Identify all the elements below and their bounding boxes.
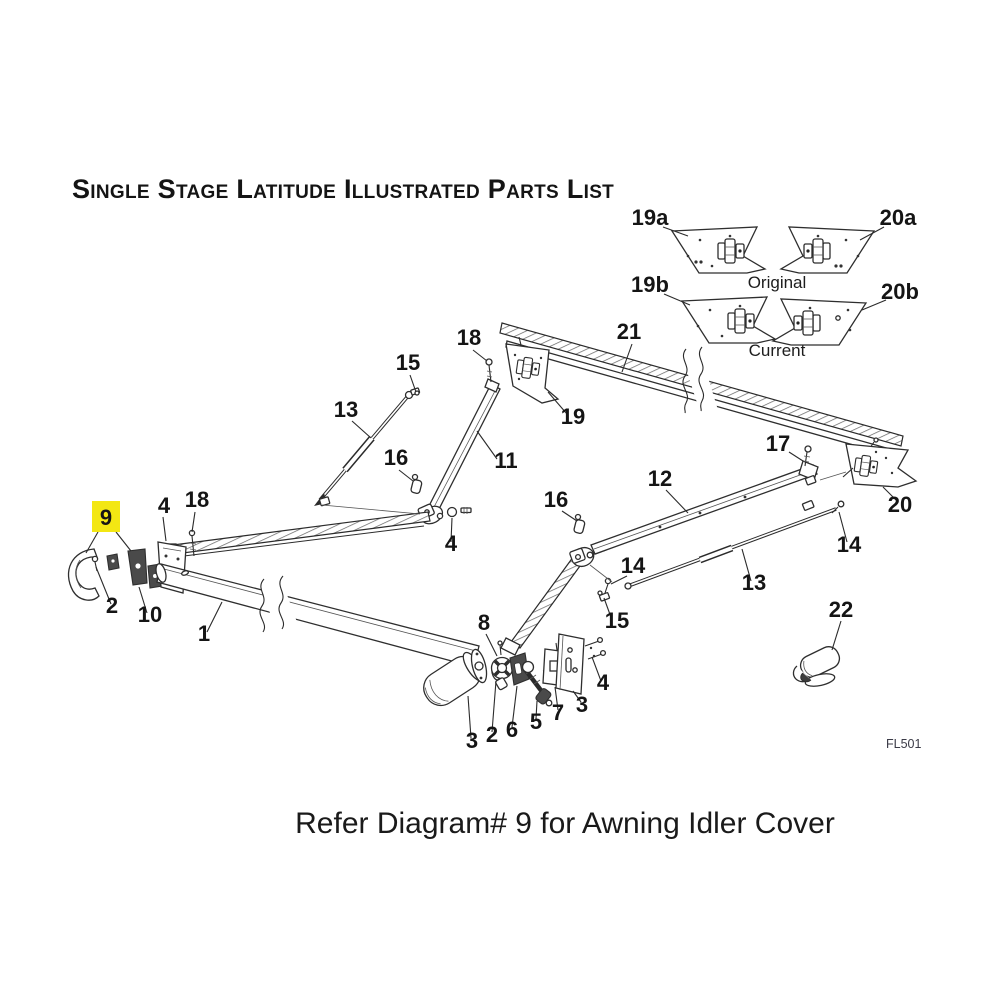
arm-12-assembly [590,445,845,590]
callout-11: 11 [494,448,517,473]
drive-assembly [423,633,607,707]
callout-15: 15 [396,350,420,375]
callout-4: 4 [445,531,458,556]
callout-21: 21 [617,319,641,344]
callout-18: 18 [185,487,209,512]
bracket-20-mounted [842,443,918,488]
callout-13: 13 [742,570,766,595]
highlight-box [92,501,120,532]
callout-15: 15 [605,608,629,633]
callout-14: 14 [837,532,862,557]
original-label: Original [748,273,807,292]
leader-lines [85,226,898,739]
callout-17: 17 [766,431,790,456]
callout-5: 5 [530,709,542,734]
callout-16: 16 [384,445,408,470]
head-assembly-left [68,529,197,601]
callout-2: 2 [106,593,118,618]
callout-4: 4 [158,493,171,518]
clip-22 [792,646,841,687]
callout-14: 14 [621,553,646,578]
callout-8: 8 [478,610,490,635]
figure-code: FL501 [886,737,921,751]
callout-22: 22 [829,597,853,622]
callout-10: 10 [138,602,162,627]
callout-2: 2 [486,722,498,747]
callout-20a: 20a [880,205,917,230]
page-title: Single Stage Latitude Illustrated Parts … [72,174,614,204]
footer-note: Refer Diagram# 9 for Awning Idler Cover [295,807,835,840]
comparison-plates [670,226,876,346]
callout-18: 18 [457,325,481,350]
callout-13: 13 [334,397,358,422]
callout-4: 4 [597,670,610,695]
front-arm-left [166,511,431,558]
elbow-joint-right [500,513,612,656]
callout-16: 16 [544,487,568,512]
current-label: Current [749,341,806,360]
callout-1: 1 [198,621,210,646]
callout-12: 12 [648,466,672,491]
callout-19a: 19a [632,205,669,230]
callout-20b: 20b [881,279,919,304]
callout-9: 9 [100,505,112,530]
callout-19: 19 [561,404,585,429]
callout-3: 3 [466,728,478,753]
callout-3: 3 [576,692,588,717]
bracket-19-mounted [505,336,560,404]
roller-tube-1 [155,563,480,668]
awning-rail-21 [499,322,904,456]
callout-7: 7 [552,700,564,725]
callout-19b: 19b [631,272,669,297]
callout-20: 20 [888,492,912,517]
callout-6: 6 [506,717,518,742]
arm-11-assembly [314,358,501,514]
